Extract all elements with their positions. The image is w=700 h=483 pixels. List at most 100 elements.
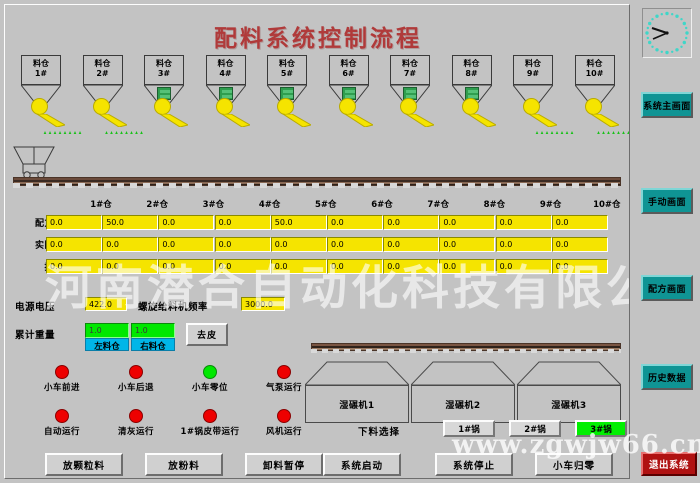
bottom-button-1[interactable]: 放颗粒料 [45, 453, 123, 476]
cart-rail-ties [13, 183, 621, 188]
status-lamp-3: 小车零位 [173, 365, 247, 393]
sidebar-button-3[interactable]: 配方画面 [641, 275, 693, 301]
bottom-button-4[interactable]: 系统启动 [323, 453, 401, 476]
status-lamp-5: 自动运行 [25, 409, 99, 437]
cell-r2-c5[interactable]: 0.0 [270, 237, 327, 252]
cell-r3-c6[interactable]: 0.0 [327, 259, 383, 274]
cell-r1-c6[interactable]: 0.0 [327, 215, 383, 230]
lamp-indicator-icon [129, 365, 143, 379]
silo-material-flow-9 [535, 125, 579, 134]
cell-r2-c1[interactable]: 0.0 [46, 237, 102, 252]
mill-hopper-1 [303, 361, 411, 386]
discharge-option-1[interactable]: 1#锅 [443, 420, 495, 437]
wet-mill-3[interactable]: 湿碾机3 [515, 361, 623, 423]
exit-system-button[interactable]: 退出系统 [641, 452, 697, 476]
cell-r2-c6[interactable]: 0.0 [327, 237, 383, 252]
silo-label-line1: 料仓 [156, 59, 172, 68]
silo-label-line2: 8# [465, 69, 478, 78]
sidebar-button-4[interactable]: 历史数据 [641, 364, 693, 390]
silo-chute-10 [588, 112, 620, 128]
page-title: 配料系统控制流程 [214, 26, 422, 52]
cell-r3-c2[interactable]: 0.0 [102, 259, 159, 274]
cell-r1-c7[interactable]: 0.0 [383, 215, 440, 230]
discharge-option-3[interactable]: 3#锅 [575, 420, 627, 437]
silo-label-line1: 料仓 [525, 59, 541, 68]
bottom-button-2[interactable]: 放粉料 [145, 453, 223, 476]
silo-label-line1: 料仓 [402, 59, 418, 68]
cell-r2-c7[interactable]: 0.0 [383, 237, 440, 252]
lamp-indicator-icon [277, 409, 291, 423]
lamp-label: 小车零位 [191, 383, 228, 393]
discharge-option-2[interactable]: 2#锅 [509, 420, 561, 437]
cell-r1-c4[interactable]: 0.0 [214, 215, 271, 230]
lamp-indicator-icon [55, 365, 69, 379]
lamp-label: 气泵运行 [265, 383, 302, 393]
silo-chute-6 [342, 112, 374, 128]
column-header-6: 6#仓 [371, 200, 393, 210]
cell-r2-c8[interactable]: 0.0 [439, 237, 496, 252]
tare-button[interactable]: 去皮 [186, 323, 228, 346]
sidebar: 系统主画面手动画面配方画面历史数据 退出系统 [634, 0, 700, 483]
voltage-field[interactable]: 422.0 [85, 297, 127, 311]
cell-r1-c5[interactable]: 50.0 [270, 215, 327, 230]
cell-r3-c1[interactable]: 0.0 [46, 259, 102, 274]
cell-r1-c10[interactable]: 0.0 [551, 215, 608, 230]
cell-r3-c7[interactable]: 0.0 [383, 259, 440, 274]
column-header-1: 1#仓 [90, 200, 112, 210]
silo-label-line1: 料仓 [586, 59, 603, 68]
cell-r3-c3[interactable]: 0.0 [158, 259, 215, 274]
cell-r1-c2[interactable]: 50.0 [102, 215, 159, 230]
cell-r3-c9[interactable]: 0.0 [495, 259, 552, 274]
cell-r3-c5[interactable]: 0.0 [270, 259, 327, 274]
cell-r1-c9[interactable]: 0.0 [495, 215, 552, 230]
cell-r1-c8[interactable]: 0.0 [439, 215, 496, 230]
column-header-9: 9#仓 [539, 200, 562, 210]
bottom-button-3[interactable]: 卸料暂停 [245, 453, 323, 476]
frequency-field[interactable]: 3000.0 [241, 297, 285, 311]
cell-r3-c4[interactable]: 0.0 [214, 259, 271, 274]
bottom-button-5[interactable]: 系统停止 [435, 453, 513, 476]
bottom-button-6[interactable]: 小车归零 [535, 453, 613, 476]
lamp-indicator-icon [277, 365, 291, 379]
wet-mill-2[interactable]: 湿碾机2 [409, 361, 517, 423]
silo-valve-4[interactable] [218, 87, 233, 100]
column-header-2: 2#仓 [146, 200, 168, 210]
cell-r3-c8[interactable]: 0.0 [439, 259, 496, 274]
cell-r1-c1[interactable]: 0.0 [46, 215, 102, 230]
status-lamp-8: 风机运行 [247, 409, 321, 437]
cell-r3-c10[interactable]: 0.0 [551, 259, 608, 274]
column-header-10: 10#仓 [593, 200, 621, 210]
sidebar-button-2[interactable]: 手动画面 [641, 188, 693, 214]
cell-r2-c10[interactable]: 0.0 [551, 237, 608, 252]
cell-r1-c3[interactable]: 0.0 [158, 215, 215, 230]
wet-mill-1[interactable]: 湿碾机1 [303, 361, 411, 423]
cell-r2-c4[interactable]: 0.0 [214, 237, 271, 252]
sidebar-button-1[interactable]: 系统主画面 [641, 92, 693, 118]
mill-hopper-2 [409, 361, 517, 386]
silo-label-line2: 2# [96, 69, 109, 78]
total-weight-label: 累计重量 [15, 330, 56, 341]
silo-label-line1: 料仓 [340, 59, 357, 68]
lamp-label: 小车后退 [117, 383, 154, 393]
cell-r2-c2[interactable]: 0.0 [102, 237, 159, 252]
silo-label-line1: 料仓 [94, 59, 111, 68]
cell-r2-c9[interactable]: 0.0 [495, 237, 552, 252]
lamp-label: 清灰运行 [117, 427, 154, 437]
column-header-3: 3#仓 [202, 200, 225, 210]
right-silo-label: 右料仓 [131, 338, 175, 352]
cell-r2-c3[interactable]: 0.0 [158, 237, 215, 252]
